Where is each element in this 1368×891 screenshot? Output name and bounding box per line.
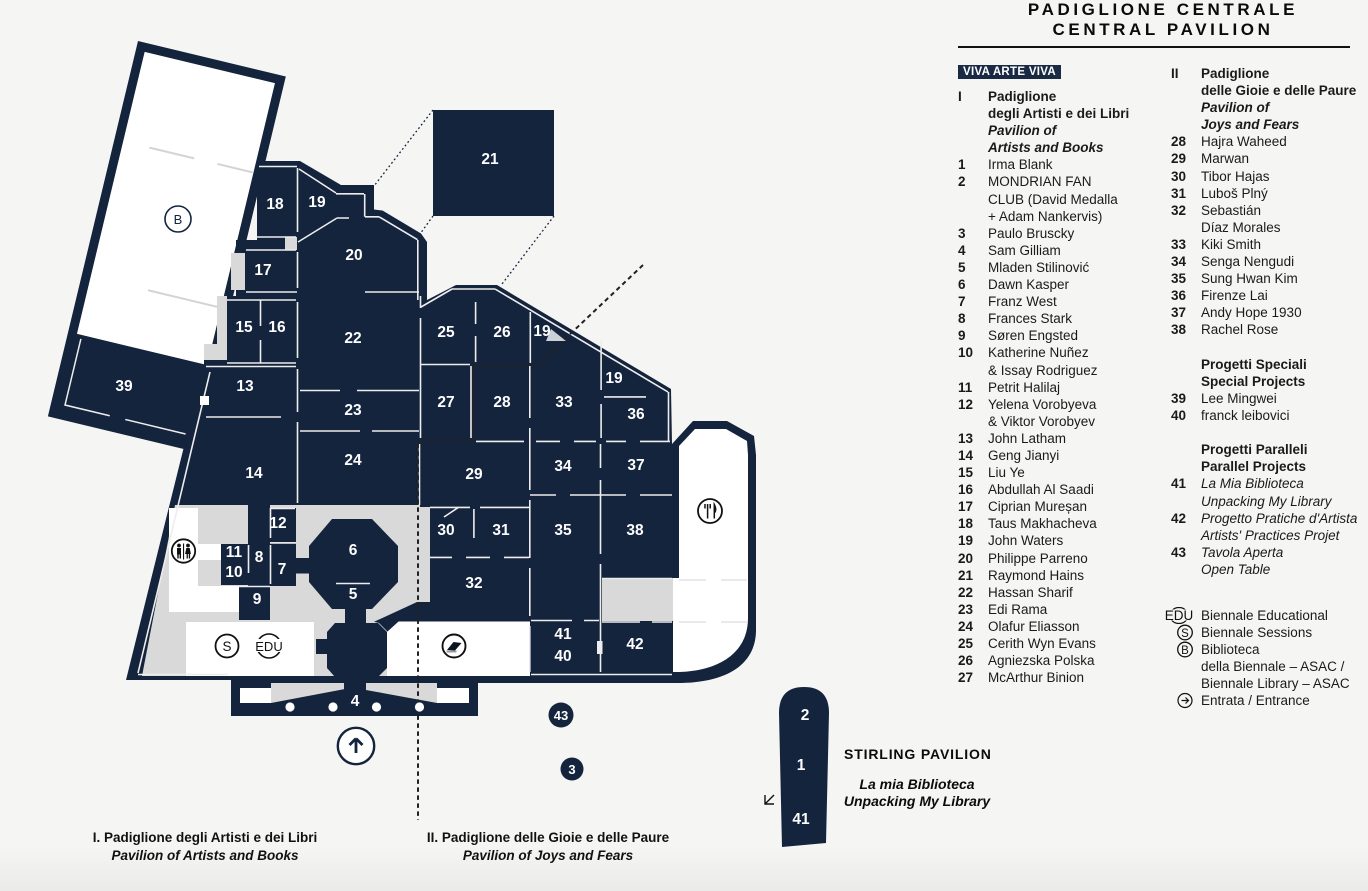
svg-text:35: 35 xyxy=(554,522,572,539)
svg-text:25: 25 xyxy=(437,324,455,341)
svg-text:6: 6 xyxy=(349,542,358,559)
svg-text:32: 32 xyxy=(465,575,482,592)
svg-text:29: 29 xyxy=(465,466,483,483)
svg-text:EDU: EDU xyxy=(255,639,282,654)
svg-text:28: 28 xyxy=(493,394,511,411)
svg-text:1: 1 xyxy=(797,757,806,774)
svg-text:31: 31 xyxy=(492,522,510,539)
svg-text:20: 20 xyxy=(345,247,362,264)
svg-text:26: 26 xyxy=(493,324,511,341)
svg-text:38: 38 xyxy=(626,522,644,539)
svg-text:42: 42 xyxy=(626,636,643,653)
svg-text:7: 7 xyxy=(278,561,287,578)
svg-text:24: 24 xyxy=(344,452,362,469)
svg-text:43: 43 xyxy=(554,708,568,723)
svg-text:27: 27 xyxy=(437,394,454,411)
svg-text:22: 22 xyxy=(344,330,361,347)
svg-text:2: 2 xyxy=(801,707,810,724)
svg-text:5: 5 xyxy=(349,586,358,603)
svg-text:14: 14 xyxy=(245,465,263,482)
svg-text:36: 36 xyxy=(627,406,645,423)
svg-text:33: 33 xyxy=(555,394,573,411)
svg-text:23: 23 xyxy=(344,402,362,419)
svg-text:21: 21 xyxy=(481,151,499,168)
svg-text:39: 39 xyxy=(115,378,133,395)
svg-text:4: 4 xyxy=(351,693,360,710)
svg-text:41: 41 xyxy=(792,811,810,828)
svg-text:30: 30 xyxy=(437,522,454,539)
svg-text:15: 15 xyxy=(235,319,253,336)
svg-text:9: 9 xyxy=(253,591,262,608)
svg-text:19: 19 xyxy=(308,194,326,211)
svg-text:S: S xyxy=(222,639,231,654)
svg-text:11: 11 xyxy=(226,544,243,561)
svg-text:3: 3 xyxy=(568,762,575,777)
svg-text:19: 19 xyxy=(605,370,623,387)
svg-text:40: 40 xyxy=(554,648,571,665)
svg-text:19: 19 xyxy=(533,323,551,340)
svg-text:12: 12 xyxy=(269,515,286,532)
svg-text:13: 13 xyxy=(236,378,254,395)
svg-text:B: B xyxy=(1181,645,1189,657)
svg-text:41: 41 xyxy=(554,626,572,643)
svg-text:B: B xyxy=(174,212,183,227)
svg-text:17: 17 xyxy=(254,262,271,279)
svg-text:10: 10 xyxy=(225,564,242,581)
svg-text:EDU: EDU xyxy=(1165,608,1193,623)
svg-text:S: S xyxy=(1181,628,1189,640)
svg-text:8: 8 xyxy=(255,549,264,566)
svg-text:16: 16 xyxy=(268,319,286,336)
svg-text:34: 34 xyxy=(554,458,572,475)
svg-text:18: 18 xyxy=(266,196,284,213)
svg-text:37: 37 xyxy=(627,457,644,474)
